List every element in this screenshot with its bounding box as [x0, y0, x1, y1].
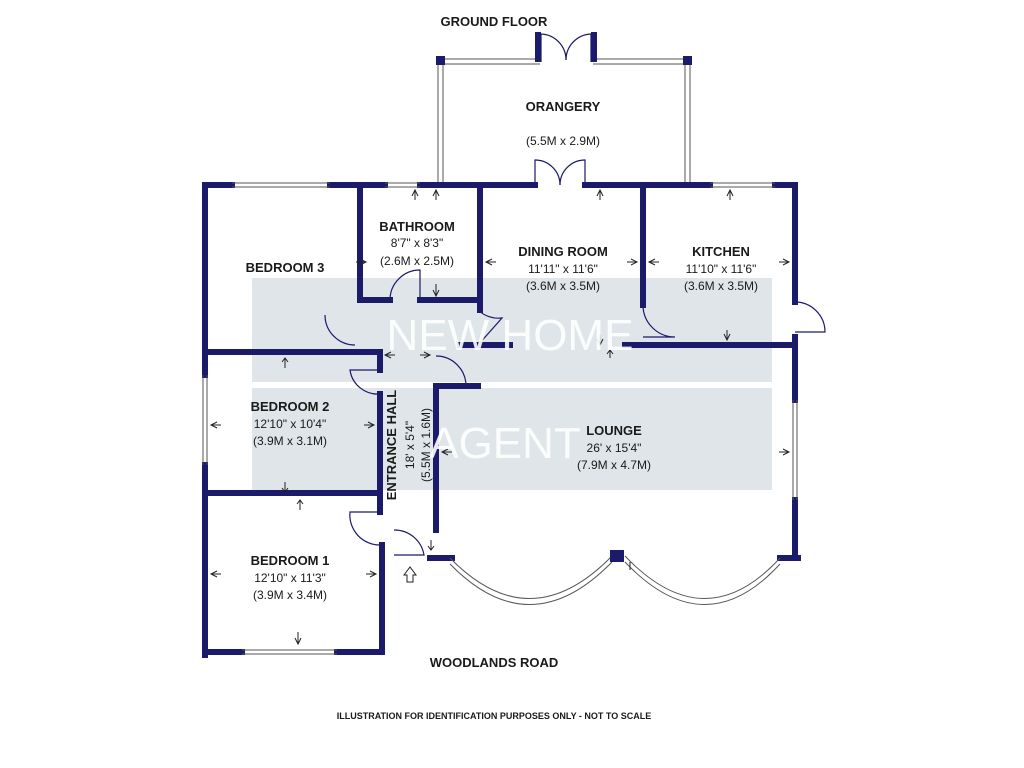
hall-name: ENTRANCE HALL	[384, 390, 399, 501]
bathroom-metric: (2.6M x 2.5M)	[380, 254, 454, 268]
bedroom2-imperial: 12'10" x 10'4"	[254, 417, 327, 431]
hall-imperial: 18' x 5'4"	[403, 421, 417, 469]
bedroom3-name: BEDROOM 3	[246, 260, 325, 275]
dining-imperial: 11'11" x 11'6"	[528, 262, 598, 276]
bedroom2-metric: (3.9M x 3.1M)	[253, 434, 327, 448]
disclaimer: ILLUSTRATION FOR IDENTIFICATION PURPOSES…	[337, 711, 652, 721]
bedroom2-name: BEDROOM 2	[251, 399, 330, 414]
lounge-imperial: 26' x 15'4"	[587, 441, 642, 455]
interior-doors	[324, 269, 826, 556]
orangery-name: ORANGERY	[526, 99, 601, 114]
kitchen-metric: (3.6M x 3.5M)	[684, 279, 758, 293]
lounge-metric: (7.9M x 4.7M)	[577, 458, 651, 472]
watermark-line2: AGENT	[429, 419, 581, 468]
watermark-box-top	[252, 278, 772, 382]
hall-metric: (5.5M x 1.6M)	[419, 408, 433, 482]
interior-walls	[202, 182, 798, 515]
dining-french-doors	[534, 159, 586, 186]
kitchen-name: KITCHEN	[692, 244, 750, 259]
bedroom1-metric: (3.9M x 3.4M)	[253, 588, 327, 602]
lounge-name: LOUNGE	[586, 423, 642, 438]
watermark-box-bottom	[252, 388, 772, 490]
entrance-arrow-icon	[403, 566, 417, 583]
lounge-bay-windows	[449, 550, 781, 605]
bathroom-name: BATHROOM	[379, 219, 455, 234]
dimension-arrows	[209, 188, 791, 646]
kitchen-imperial: 11'10" x 11'6"	[686, 262, 757, 276]
watermark-line1: NEW HOME	[387, 311, 634, 360]
outer-walls	[202, 182, 801, 658]
bathroom-imperial: 8'7" x 8'3"	[391, 236, 443, 250]
orangery-french-doors	[540, 33, 592, 62]
orangery-metric: (5.5M x 2.9M)	[526, 134, 600, 148]
street-name: WOODLANDS ROAD	[430, 655, 559, 670]
dining-metric: (3.6M x 3.5M)	[526, 279, 600, 293]
dining-name: DINING ROOM	[518, 244, 608, 259]
bedroom1-imperial: 12'10" x 11'3"	[254, 571, 326, 585]
floor-title: GROUND FLOOR	[441, 14, 548, 29]
orangery-glass-walls	[436, 32, 692, 185]
bedroom1-name: BEDROOM 1	[251, 553, 330, 568]
